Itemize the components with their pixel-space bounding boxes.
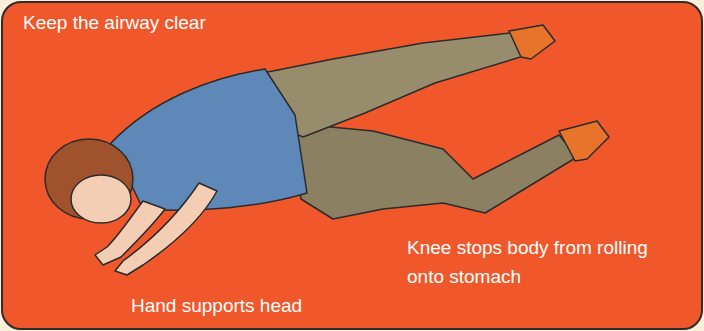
callout-label: Keep the airway clear	[23, 8, 323, 37]
shoe	[509, 25, 555, 59]
callout-label: Knee stops body from rolling onto stomac…	[407, 233, 657, 291]
lower-leg	[288, 123, 577, 219]
face	[71, 175, 131, 223]
callout-label: Hand supports head	[131, 291, 391, 320]
shoe	[559, 121, 609, 161]
recovery-position-illustration	[3, 3, 701, 328]
